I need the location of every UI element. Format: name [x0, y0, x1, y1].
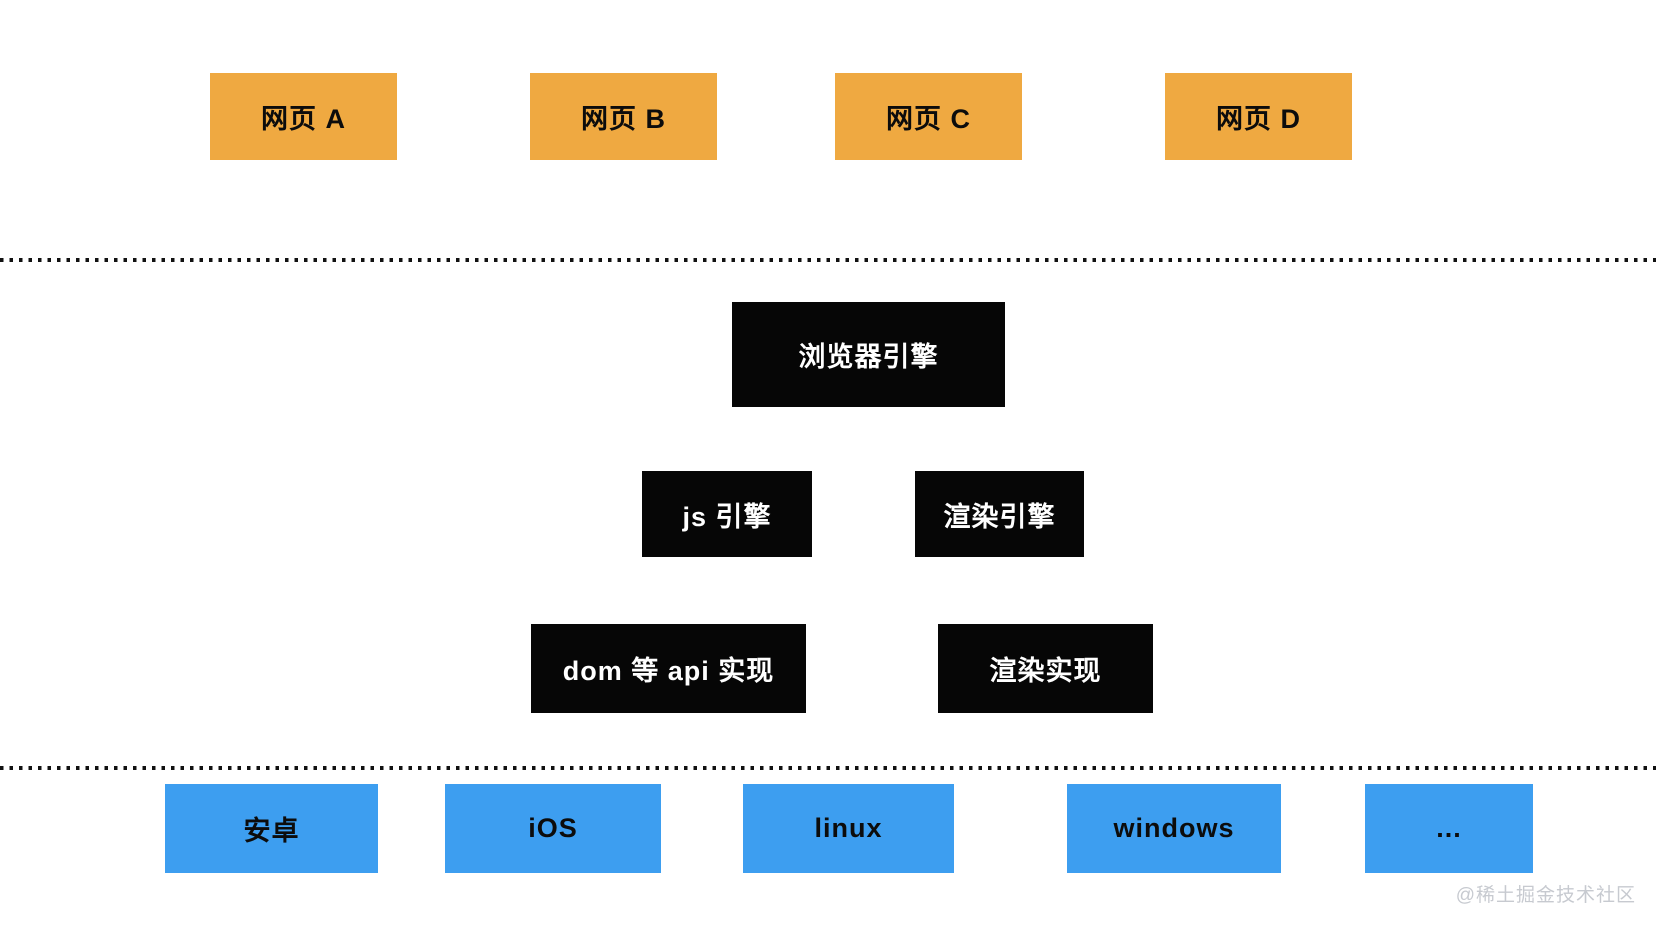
- webpage-a-label: 网页 A: [261, 104, 346, 134]
- js-engine-label: js 引擎: [682, 501, 772, 532]
- platform-android-box: 安卓: [165, 784, 378, 873]
- browser-engine-label: 浏览器引擎: [798, 342, 939, 372]
- platform-more-label: ...: [1436, 813, 1462, 843]
- bottom-dotted-divider: [0, 766, 1656, 770]
- render-engine-label: 渲染引擎: [943, 501, 1056, 532]
- dom-api-impl-box: dom 等 api 实现: [531, 624, 806, 713]
- dom-api-impl-label: dom 等 api 实现: [562, 656, 775, 686]
- browser-engine-box: 浏览器引擎: [732, 302, 1005, 407]
- js-engine-box: js 引擎: [642, 471, 812, 557]
- webpage-b-label: 网页 B: [581, 104, 666, 134]
- platform-linux-label: linux: [814, 813, 883, 843]
- top-dotted-divider: [0, 258, 1656, 262]
- webpage-d-label: 网页 D: [1216, 104, 1301, 134]
- platform-windows-box: windows: [1067, 784, 1281, 873]
- webpage-b-box: 网页 B: [530, 73, 717, 160]
- platform-more-box: ...: [1365, 784, 1533, 873]
- juejin-watermark: @稀土掘金技术社区: [1455, 885, 1636, 906]
- webpage-c-box: 网页 C: [835, 73, 1022, 160]
- render-impl-box: 渲染实现: [938, 624, 1153, 713]
- webpage-c-label: 网页 C: [886, 104, 971, 134]
- render-impl-label: 渲染实现: [989, 656, 1102, 686]
- platform-ios-box: iOS: [445, 784, 661, 873]
- render-engine-box: 渲染引擎: [915, 471, 1084, 557]
- platform-ios-label: iOS: [528, 813, 578, 843]
- platform-linux-box: linux: [743, 784, 954, 873]
- webpage-d-box: 网页 D: [1165, 73, 1352, 160]
- platform-windows-label: windows: [1113, 813, 1235, 843]
- platform-android-label: 安卓: [243, 816, 300, 846]
- webpage-a-box: 网页 A: [210, 73, 397, 160]
